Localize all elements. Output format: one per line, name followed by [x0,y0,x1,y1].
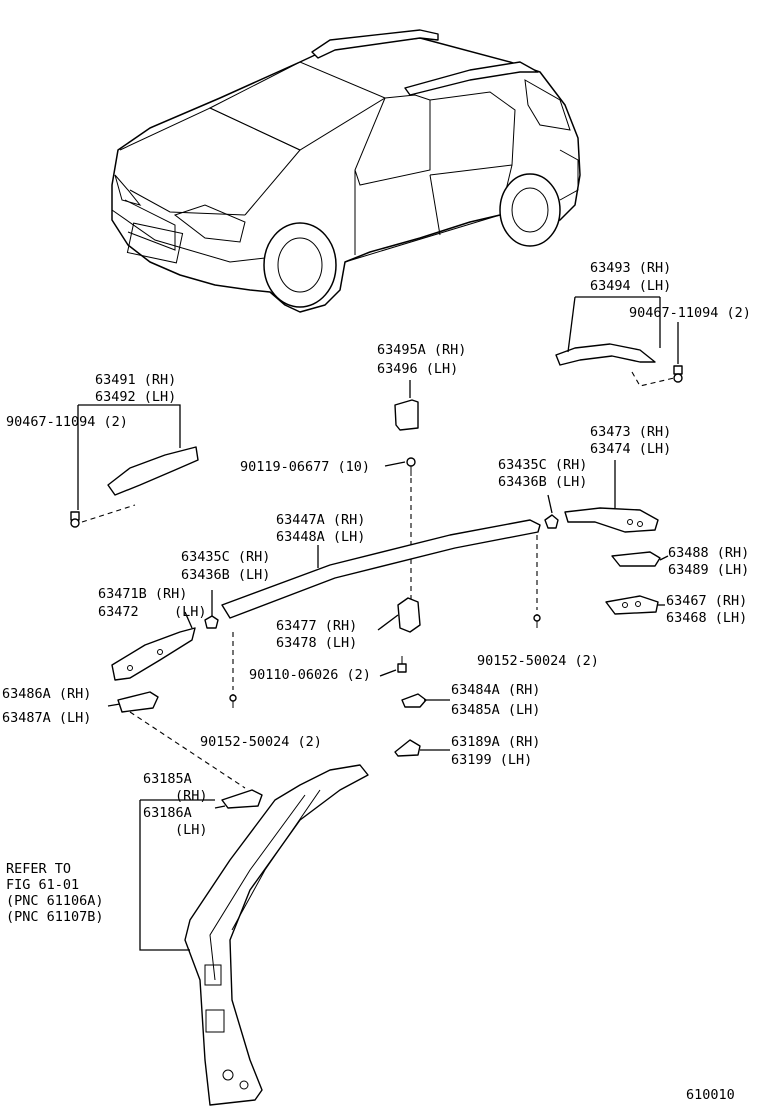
bracket-63467 [605,595,659,615]
label-63491: 63491 (RH) [95,372,176,388]
refer-line-4: (PNC 61107B) [6,909,104,925]
plate-63484 [401,693,427,708]
bolt-90110 [397,656,407,673]
rear-bracket [564,507,659,533]
part-labels: 63493 (RH) 63494 (LH) 90467-11094 (2) 63… [2,260,751,1103]
label-63436b-left: 63436B (LH) [181,567,270,583]
screw-90119 [406,457,416,476]
leader-lines [77,296,679,951]
clip-right [673,365,683,383]
vehicle-illustration [111,29,581,313]
clip-left [70,511,80,528]
rear-arch-molding [555,343,656,366]
center-bracket [397,597,421,633]
label-63494: 63494 (LH) [590,278,671,294]
label-90119: 90119-06677 (10) [240,459,370,475]
label-63185a: 63185A [143,771,192,787]
label-63492: 63492 (LH) [95,389,176,405]
label-63472: 63472 [98,604,139,620]
figure-number: 610010 [686,1087,735,1103]
label-63493: 63493 (RH) [590,260,671,276]
label-63435c-left: 63435C (RH) [181,549,270,565]
end-cap-left [204,615,219,629]
label-63185a-rh: (RH) [175,788,208,804]
label-63435c-right: 63435C (RH) [498,457,587,473]
label-63467: 63467 (RH) [666,593,747,609]
refer-line-3: (PNC 61106A) [6,893,104,909]
label-63447a: 63447A (RH) [276,512,365,528]
label-90152-right: 90152-50024 (2) [477,653,599,669]
label-63485a: 63485A (LH) [451,702,540,718]
label-63448a: 63448A (LH) [276,529,365,545]
label-63473: 63473 (RH) [590,424,671,440]
bracket-63486 [117,691,159,713]
label-63487a: 63487A (LH) [2,710,91,726]
bracket-63185 [221,789,263,809]
mudguard [394,399,419,431]
label-63468: 63468 (LH) [666,610,747,626]
label-90152-left: 90152-50024 (2) [200,734,322,750]
label-63474: 63474 (LH) [590,441,671,457]
refer-line-2: FIG 61-01 [6,877,79,893]
roof-molding [221,519,541,619]
end-cap-right [544,514,559,529]
label-63478: 63478 (LH) [276,635,357,651]
fastener-90152-right [533,614,541,628]
label-63486a: 63486A (RH) [2,686,91,702]
label-63495a: 63495A (RH) [377,342,466,358]
label-63199: 63199 (LH) [451,752,532,768]
label-63436b-right: 63436B (LH) [498,474,587,490]
label-63489: 63489 (LH) [668,562,749,578]
label-90467-left: 90467-11094 (2) [6,414,128,430]
label-63472-lh: (LH) [174,604,207,620]
label-90110: 90110-06026 (2) [249,667,371,683]
front-fender-molding [107,446,199,496]
body-pillar [184,764,369,1106]
bracket-63488 [611,551,661,567]
label-63471b: 63471B (RH) [98,586,187,602]
bracket-63189 [394,739,421,757]
label-63496: 63496 (LH) [377,361,458,377]
label-63189a: 63189A (RH) [451,734,540,750]
refer-line-1: REFER TO [6,861,71,877]
label-63477: 63477 (RH) [276,618,357,634]
label-90467-right: 90467-11094 (2) [629,305,751,321]
label-63488: 63488 (RH) [668,545,749,561]
label-63484a: 63484A (RH) [451,682,540,698]
fastener-90152-left [229,694,237,708]
label-63186a-lh: (LH) [175,822,208,838]
front-bracket [111,627,196,681]
label-63186a: 63186A [143,805,192,821]
